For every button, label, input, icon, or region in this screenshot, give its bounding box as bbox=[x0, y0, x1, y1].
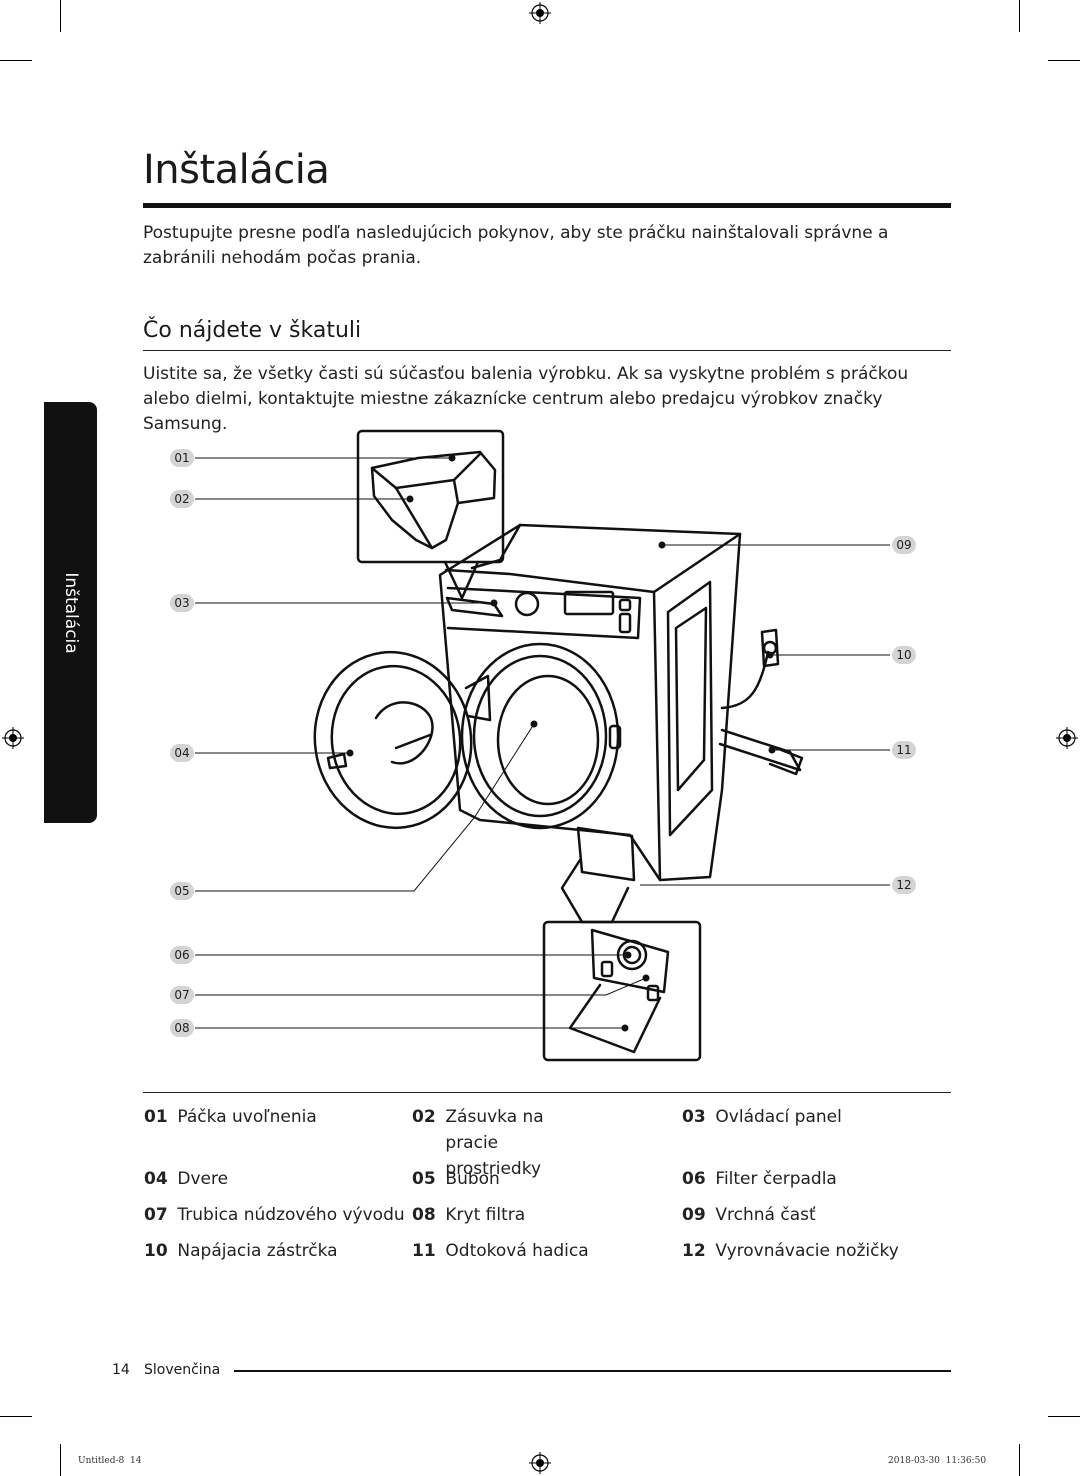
legend-label: Dvere bbox=[177, 1169, 229, 1189]
legend-rule bbox=[143, 1092, 951, 1093]
legend-number: 01 bbox=[144, 1107, 168, 1127]
drum bbox=[496, 674, 600, 806]
legend-item: 12 Vyrovnávacie nožičky bbox=[682, 1238, 899, 1264]
legend-label: Kryt filtra bbox=[445, 1205, 526, 1225]
legend-label: Páčka uvoľnenia bbox=[177, 1107, 317, 1127]
detergent-drawer-icon bbox=[370, 450, 497, 550]
legend-item: 04 Dvere bbox=[144, 1166, 228, 1192]
slug-date: 2018-03-30 bbox=[888, 1456, 940, 1466]
legend-number: 02 bbox=[412, 1107, 436, 1127]
intro-paragraph: Postupujte presne podľa nasledujúcich po… bbox=[143, 223, 889, 268]
registration-mark-icon bbox=[529, 2, 551, 24]
registration-mark-icon bbox=[529, 1452, 551, 1474]
slug-time: 11:36:50 bbox=[945, 1456, 987, 1466]
legend-number: 10 bbox=[144, 1241, 168, 1261]
legend-label: Vyrovnávacie nožičky bbox=[715, 1241, 899, 1261]
legend-number: 08 bbox=[412, 1205, 436, 1225]
crop-mark bbox=[1019, 0, 1020, 32]
washer-diagram bbox=[195, 429, 890, 1062]
legend-number: 12 bbox=[682, 1241, 706, 1261]
callout-09: 09 bbox=[892, 536, 916, 554]
crop-mark bbox=[60, 1444, 61, 1476]
legend-label: Filter čerpadla bbox=[715, 1169, 837, 1189]
callout-05: 05 bbox=[170, 882, 194, 900]
crop-mark bbox=[1019, 1444, 1020, 1476]
callout-10: 10 bbox=[892, 646, 916, 664]
section-heading: Čo nájdete v škatuli bbox=[143, 318, 362, 343]
program-dial bbox=[514, 591, 540, 617]
callout-01: 01 bbox=[170, 449, 194, 467]
drain-hose bbox=[718, 728, 802, 772]
legend-number: 11 bbox=[412, 1241, 436, 1261]
legend-label: Vrchná časť bbox=[715, 1205, 816, 1225]
registration-mark-icon bbox=[1056, 727, 1078, 749]
callout-07: 07 bbox=[170, 986, 194, 1004]
legend-number: 07 bbox=[144, 1205, 168, 1225]
legend-item: 06 Filter čerpadla bbox=[682, 1166, 837, 1192]
door bbox=[313, 650, 473, 830]
legend-item: 09 Vrchná časť bbox=[682, 1202, 816, 1228]
legend-label: Ovládací panel bbox=[715, 1107, 842, 1127]
slug-file-name: Untitled-8 bbox=[78, 1456, 125, 1466]
callout-11: 11 bbox=[892, 741, 916, 759]
drawer-slot bbox=[445, 596, 504, 618]
legend-item: 08 Kryt filtra bbox=[412, 1202, 525, 1228]
washer-body bbox=[438, 523, 742, 882]
callout-02: 02 bbox=[170, 490, 194, 508]
slug-file-page: 14 bbox=[129, 1456, 142, 1466]
legend-item: 03 Ovládací panel bbox=[682, 1104, 842, 1130]
legend-item: 10 Napájacia zástrčka bbox=[144, 1238, 338, 1264]
callout-03: 03 bbox=[170, 594, 194, 612]
callout-12: 12 bbox=[892, 876, 916, 894]
detergent-drawer-inset bbox=[356, 429, 505, 564]
crop-mark bbox=[60, 0, 61, 32]
callout-04: 04 bbox=[170, 744, 194, 762]
legend-label: Odtoková hadica bbox=[445, 1241, 589, 1261]
crop-mark bbox=[0, 60, 32, 61]
legend-label: Zásuvka na pracie prostriedky bbox=[445, 1107, 544, 1179]
control-panel bbox=[446, 586, 642, 640]
side-tab: Inštalácia bbox=[44, 402, 97, 823]
legend-item: 05 Bubon bbox=[412, 1166, 500, 1192]
callout-08: 08 bbox=[170, 1019, 194, 1037]
porthole-frame bbox=[460, 642, 620, 830]
crop-mark bbox=[1048, 1416, 1080, 1417]
registration-mark-icon bbox=[2, 727, 24, 749]
page-number: 14 bbox=[112, 1362, 130, 1378]
legend-number: 06 bbox=[682, 1169, 706, 1189]
legend-number: 04 bbox=[144, 1169, 168, 1189]
section-rule bbox=[143, 350, 951, 351]
filter-cover bbox=[568, 983, 662, 1054]
legend-item: 07 Trubica núdzového vývodu bbox=[144, 1202, 405, 1228]
legend-label: Bubon bbox=[445, 1169, 500, 1189]
crop-mark bbox=[1048, 60, 1080, 61]
footer-rule bbox=[234, 1370, 951, 1372]
legend-item: 02 Zásuvka na pracie prostriedky bbox=[412, 1104, 612, 1182]
print-slug-date: 2018-03-30 11:36:50 bbox=[888, 1456, 986, 1466]
power-plug bbox=[760, 628, 780, 668]
title-rule bbox=[143, 203, 951, 208]
callout-06: 06 bbox=[170, 946, 194, 964]
page-title: Inštalácia bbox=[143, 147, 330, 193]
legend-item: 11 Odtoková hadica bbox=[412, 1238, 589, 1264]
section-paragraph: Uistite sa, že všetky časti sú súčasťou … bbox=[143, 364, 909, 434]
filter-inset bbox=[542, 920, 702, 1062]
legend-label: Napájacia zástrčka bbox=[177, 1241, 338, 1261]
crop-mark bbox=[0, 1416, 32, 1417]
side-panel bbox=[666, 580, 714, 837]
legend-item: 01 Páčka uvoľnenia bbox=[144, 1104, 317, 1130]
legend-number: 05 bbox=[412, 1169, 436, 1189]
print-slug-file: Untitled-8 14 bbox=[78, 1456, 141, 1466]
footer-language: Slovenčina bbox=[144, 1362, 221, 1378]
legend-number: 03 bbox=[682, 1107, 706, 1127]
legend-label: Trubica núdzového vývodu bbox=[177, 1205, 405, 1225]
legend-number: 09 bbox=[682, 1205, 706, 1225]
